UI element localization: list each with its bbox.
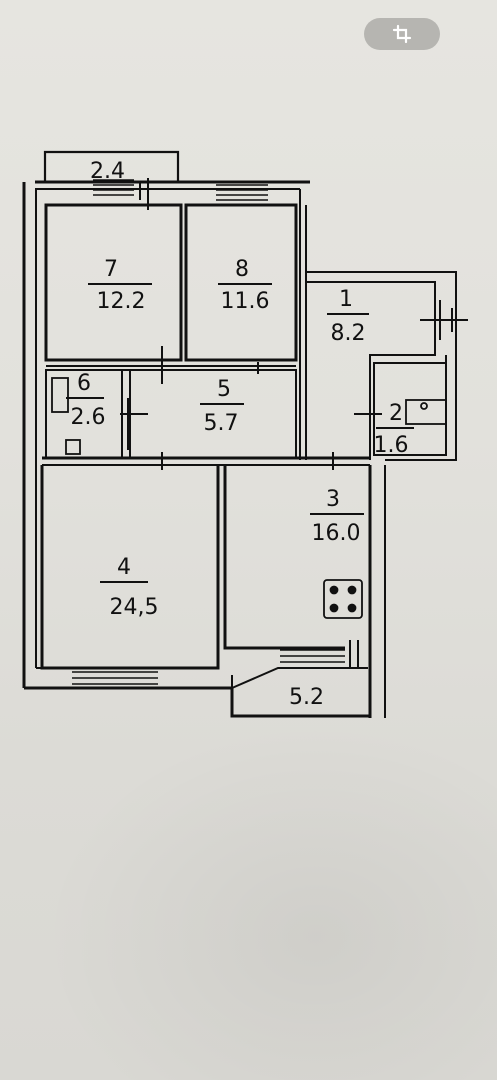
stove-icon	[323, 579, 363, 619]
room-6-area: 2.6	[71, 405, 106, 430]
doors	[120, 178, 468, 668]
window-bottom-room3	[280, 649, 345, 663]
room-8-area: 11.6	[221, 289, 270, 314]
room-7-number: 7	[104, 257, 118, 282]
window-bottom-room4	[72, 671, 158, 685]
room-1-area: 8.2	[331, 321, 366, 346]
balcony-labels: 2.4 5.2	[90, 159, 324, 710]
room-1-number: 1	[339, 287, 353, 312]
fixtures	[51, 377, 447, 619]
window-top-room8	[216, 184, 268, 201]
balcony-top-outline	[43, 150, 180, 182]
sink-fixture	[405, 399, 447, 425]
room-3-area: 16.0	[312, 521, 361, 546]
crop-icon	[392, 24, 412, 44]
room-4-number: 4	[117, 555, 131, 580]
room-3-number: 3	[326, 487, 340, 512]
windows	[72, 179, 345, 685]
bathtub	[51, 377, 69, 413]
room-7-area: 12.2	[97, 289, 146, 314]
room-6-number: 6	[77, 371, 91, 396]
room-2-number: 2	[389, 401, 403, 426]
room-5-area: 5.7	[204, 411, 239, 436]
crop-button[interactable]	[364, 18, 440, 50]
room-labels: 1 8.2 2 1.6 3 16.0 4 24,5 5 5.7 6 2.6 7 …	[66, 257, 414, 620]
balcony-top-area: 2.4	[90, 159, 125, 184]
window-top-room7	[93, 179, 134, 196]
balcony-bottom-area: 5.2	[289, 685, 324, 710]
toilet-fixture	[65, 439, 81, 455]
room-8-number: 8	[235, 257, 249, 282]
room-2-area: 1.6	[374, 433, 409, 458]
room-5-number: 5	[217, 377, 231, 402]
room-4-area: 24,5	[110, 595, 159, 620]
walls	[22, 150, 457, 718]
